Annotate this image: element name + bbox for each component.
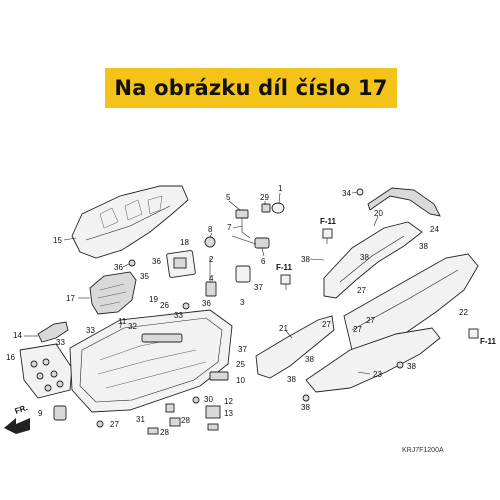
callout-32: 32 [128,322,137,331]
callout-38c: 38 [301,255,310,264]
callout-27a: 27 [110,420,119,429]
callout-38e: 38 [305,355,314,364]
part-9-clip [53,405,67,421]
part-switch-assembly [204,202,285,249]
callout-20: 20 [374,209,383,218]
callout-33b: 33 [56,338,65,347]
part-14-bracket [37,321,69,343]
callout-25: 25 [236,360,245,369]
callout-38a: 38 [419,242,428,251]
callout-16: 16 [6,353,15,362]
callout-28a: 28 [160,428,169,437]
svg-text:F-11: F-11 [276,263,293,272]
part-relay-group [205,258,251,297]
callout-33a: 33 [86,326,95,335]
callout-7: 7 [227,223,232,232]
part-17-bracket [89,271,137,315]
callout-38f: 38 [407,362,416,371]
callout-4: 4 [209,274,214,283]
part-15-luggage-liner [71,185,189,259]
callout-5: 5 [226,193,231,202]
callout-38d: 38 [287,375,296,384]
callout-30: 30 [204,395,213,404]
part-18-cover [166,250,196,278]
callout-10: 10 [236,376,245,385]
callout-27d: 27 [357,286,366,295]
svg-text:F-11: F-11 [480,337,497,346]
callout-21: 21 [279,324,288,333]
front-direction-marker: FR. [4,403,30,434]
callout-26: 26 [160,301,169,310]
callout-18: 18 [180,238,189,247]
callout-36c: 36 [202,299,211,308]
callout-14: 14 [13,331,22,340]
part-16-plate [19,343,73,399]
callout-37b: 37 [238,345,247,354]
ref-f11-right: F-11 [468,328,497,346]
callout-22: 22 [459,308,468,317]
ref-f11-left: F-11 [276,263,293,290]
callout-27b: 27 [322,320,331,329]
callout-6: 6 [261,257,266,266]
callout-12: 12 [224,397,233,406]
callout-13: 13 [224,409,233,418]
callout-2: 2 [209,255,214,264]
callout-34: 34 [342,189,351,198]
callout-27c: 27 [353,325,362,334]
part-24-rear-grip [356,187,441,217]
callout-37a: 37 [254,283,263,292]
part-23-lower-cover [305,327,441,393]
diagram-code: KRJ7F1200A [402,447,444,454]
callout-36a: 36 [114,263,123,272]
callout-33c: 33 [174,311,183,320]
part-21-inner-cover [255,315,335,379]
ref-f11-top: F-11 [320,217,337,244]
callout-3: 3 [240,298,245,307]
callout-27e: 27 [366,316,375,325]
part-11-storage-box [69,309,233,413]
title-banner: Na obrázku díl číslo 17 [105,68,397,108]
callout-38b: 38 [360,253,369,262]
part-20-body-cover [323,221,423,299]
callout-9: 9 [38,409,43,418]
callout-11: 11 [118,317,127,326]
callout-15: 15 [53,236,62,245]
callout-38g: 38 [301,403,310,412]
callout-31: 31 [136,415,145,424]
svg-text:F-11: F-11 [320,217,337,226]
callout-36b: 36 [152,257,161,266]
svg-text:FR.: FR. [14,403,29,416]
callout-1: 1 [278,184,283,193]
callout-17: 17 [66,294,75,303]
callout-23: 23 [373,370,382,379]
callout-8: 8 [208,225,213,234]
callout-29: 29 [260,193,269,202]
callout-19: 19 [149,295,158,304]
title-text: Na obrázku díl číslo 17 [114,76,388,100]
callout-24: 24 [430,225,439,234]
callout-28b: 28 [181,416,190,425]
callout-35: 35 [140,272,149,281]
